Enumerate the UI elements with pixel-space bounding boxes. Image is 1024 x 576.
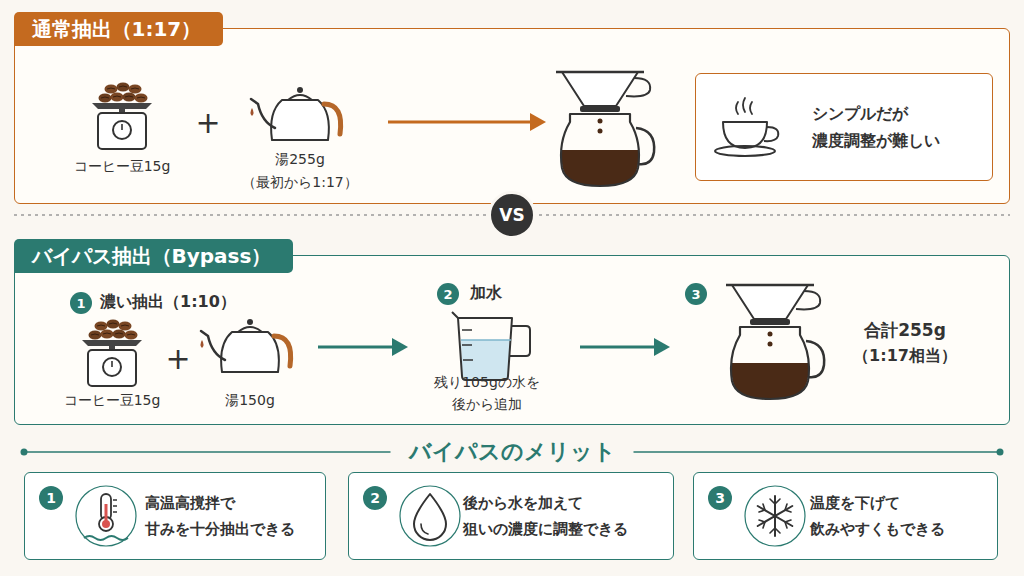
flow-arrow <box>388 113 546 131</box>
snowflake-icon <box>745 486 805 546</box>
droplet-icon <box>421 524 428 534</box>
plus-sign: + <box>165 341 190 376</box>
measuring-cup-icon <box>452 312 530 380</box>
dripper-icon <box>726 285 824 399</box>
ingredient-label: 湯150g <box>225 392 275 410</box>
ratio-note: （最初から1:17） <box>242 174 357 192</box>
thermometer-icon <box>76 486 136 546</box>
cup-icon <box>764 127 778 141</box>
flow-arrow <box>388 121 532 124</box>
callout-number: 1 <box>70 292 92 314</box>
step-number: 1 <box>70 292 92 314</box>
note-text: シンプルだが 濃度調整が難しい <box>812 100 972 154</box>
heading-rule <box>997 449 1004 456</box>
merit-number: 2 <box>363 486 387 510</box>
ingredient-label: コーヒー豆15g <box>74 158 171 176</box>
merit-number: 1 <box>39 486 63 510</box>
callout-number: 3 <box>685 283 707 305</box>
snowflake-icon <box>745 486 805 546</box>
flow-arrow <box>392 338 408 356</box>
callout-number: 1 <box>39 486 63 510</box>
scale-icon <box>92 83 152 150</box>
cup-icon <box>715 146 775 156</box>
vs-text: VS <box>491 194 533 236</box>
merit-text: 高温高撹拌で 甘みを十分抽出できる <box>145 490 320 543</box>
merit-box: 温度を下げて 飲みやすくもできる 3 <box>693 472 998 560</box>
section-panel: 通常抽出（1:17）シンプルだが 濃度調整が難しい <box>14 28 1010 204</box>
merit-text: 温度を下げて 飲みやすくもできる <box>810 490 985 543</box>
step-note: 残り105gの水を 後から追加 <box>422 371 552 416</box>
measuring-cup-icon <box>509 326 530 356</box>
droplet-icon <box>400 486 460 546</box>
thermometer-icon <box>84 536 128 540</box>
flow-arrow <box>580 338 670 356</box>
cup-icon <box>723 122 767 148</box>
flow-arrow <box>530 113 546 131</box>
flow-arrow <box>318 338 408 356</box>
snowflake-icon <box>758 496 793 536</box>
kettle-icon <box>201 319 291 372</box>
cup-icon <box>736 98 752 114</box>
step-title: 濃い抽出（1:10） <box>100 292 236 313</box>
merit-text: 後から水を加えて 狙いの濃度に調整できる <box>463 490 653 543</box>
measuring-cup-icon <box>462 330 473 360</box>
measuring-cup-icon <box>452 312 512 380</box>
thermometer-icon <box>99 517 113 531</box>
snowflake-icon <box>759 499 791 533</box>
thermometer-icon <box>101 494 111 520</box>
total-label: 合計255g <box>864 319 946 342</box>
ratio-note: （1:17相当） <box>853 346 957 367</box>
thermometer-icon <box>102 520 110 528</box>
merit-box: 後から水を加えて 狙いの濃度に調整できる 2 <box>348 472 674 560</box>
dripper-icon <box>556 72 654 186</box>
kettle-icon <box>251 87 341 140</box>
flow-arrow <box>318 346 394 349</box>
heading-rule <box>21 449 28 456</box>
ingredient-label: コーヒー豆15g <box>64 392 161 410</box>
callout-number: 3 <box>708 486 732 510</box>
vs-badge: VS <box>488 191 536 239</box>
flow-arrow <box>580 346 656 349</box>
callout-number: 2 <box>363 486 387 510</box>
merit-number: 3 <box>708 486 732 510</box>
thermometer-icon <box>113 500 117 512</box>
thermometer-icon <box>76 486 136 546</box>
ingredient-label: 湯255g <box>275 151 325 169</box>
droplet-icon <box>400 486 460 546</box>
step-number: 3 <box>685 283 707 305</box>
scale-icon <box>82 320 142 387</box>
step-number: 2 <box>437 283 459 305</box>
cup-icon <box>715 98 778 156</box>
droplet-icon <box>414 494 446 540</box>
step-title: 加水 <box>470 283 502 304</box>
section-tab: 通常抽出（1:17） <box>14 12 224 46</box>
merit-box: 高温高撹拌で 甘みを十分抽出できる 1 <box>24 472 326 560</box>
callout-number: 2 <box>437 283 459 305</box>
measuring-cup-icon <box>461 339 511 341</box>
note-box: シンプルだが 濃度調整が難しい <box>695 73 993 181</box>
section-tab: バイパス抽出（Bypass） <box>14 239 294 273</box>
section-heading: バイパスのメリット <box>391 437 634 467</box>
plus-sign: + <box>195 105 220 140</box>
flow-arrow <box>654 338 670 356</box>
thermometer-icon <box>105 504 108 524</box>
